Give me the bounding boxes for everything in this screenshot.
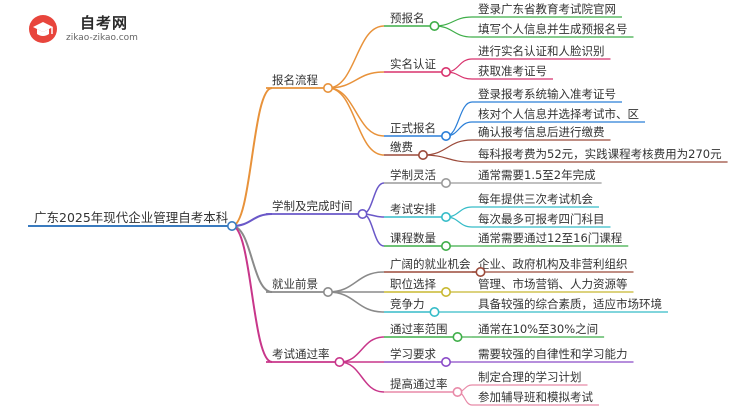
subtopic: 职位选择 — [390, 277, 436, 291]
leaf-topic: 通常需要通过12至16门课程 — [478, 231, 623, 245]
leaf-topic: 每年提供三次考试机会 — [478, 192, 593, 206]
leaf-topic: 获取准考证号 — [478, 64, 547, 78]
leaf-topic: 每科报考费为52元，实践课程考核费用为270元 — [478, 147, 722, 161]
subtopic-node-dot — [475, 266, 486, 277]
branch-node-dot — [357, 209, 368, 220]
subtopic: 实名认证 — [390, 57, 436, 71]
leaf-topic: 进行实名认证和人脸识别 — [478, 44, 605, 58]
leaf-topic: 核对个人信息并选择考试市、区 — [478, 107, 639, 121]
subtopic: 通过率范围 — [390, 322, 448, 336]
branch-connector — [231, 87, 273, 227]
leaf-topic: 具备较强的综合素质，适应市场环境 — [478, 297, 662, 311]
branch-topic: 学制及完成时间 — [272, 199, 353, 213]
subtopic: 缴费 — [390, 140, 413, 154]
leaf-topic: 企业、政府机构及非营利组织 — [478, 257, 628, 271]
branch-node-dot — [322, 83, 333, 94]
leaf-connector — [422, 154, 473, 163]
subtopic-node-dot — [429, 20, 440, 31]
subtopic-node-dot — [440, 212, 451, 223]
leaf-topic: 参加辅导班和模拟考试 — [478, 390, 593, 404]
subtopic-node-dot — [452, 386, 463, 397]
subtopic-connector — [327, 87, 385, 156]
leaf-topic: 登录报考系统输入准考证号 — [478, 87, 616, 101]
subtopic: 广阔的就业机会 — [390, 257, 471, 271]
root-topic: 广东2025年现代企业管理自考本科 — [34, 210, 229, 225]
subtopic: 学制灵活 — [390, 168, 436, 182]
leaf-topic: 通常在10%至30%之间 — [478, 322, 598, 336]
leaf-topic: 管理、市场营销、人力资源等 — [478, 277, 628, 291]
leaf-topic: 填写个人信息并生成预报名号 — [478, 22, 628, 36]
leaf-topic: 通常需要1.5至2年完成 — [478, 168, 596, 182]
branch-topic: 报名流程 — [272, 73, 318, 87]
root-node-dot — [227, 221, 238, 232]
subtopic: 学习要求 — [390, 347, 436, 361]
subtopic-connector — [362, 213, 385, 247]
site-logo: 自考网 zikao-zikao.com — [28, 10, 148, 50]
branch-connector — [231, 225, 273, 363]
subtopic-connector — [327, 71, 385, 89]
subtopic: 竞争力 — [390, 297, 425, 311]
subtopic-node-dot — [440, 131, 451, 142]
leaf-connector — [434, 16, 473, 27]
leaf-topic: 需要较强的自律性和学习能力 — [478, 347, 628, 361]
branch-node-dot — [334, 356, 345, 367]
leaf-topic: 登录广东省教育考试院官网 — [478, 2, 616, 16]
subtopic-node-dot — [429, 306, 440, 317]
leaf-topic: 每次最多可报考四门科目 — [478, 212, 605, 226]
subtopic-connector — [327, 25, 385, 89]
subtopic-node-dot — [440, 67, 451, 78]
graduation-cap-icon — [29, 15, 57, 43]
subtopic-connector — [339, 361, 385, 393]
logo-name: 自考网 — [80, 14, 129, 32]
leaf-topic: 确认报考信息后进行缴费 — [478, 125, 605, 139]
subtopic: 课程数量 — [390, 231, 436, 245]
subtopic: 考试安排 — [390, 202, 436, 216]
subtopic-node-dot — [440, 356, 451, 367]
subtopic-connector — [339, 336, 385, 363]
subtopic-connector — [327, 87, 385, 137]
subtopic-connector — [327, 271, 385, 293]
branch-connector — [231, 225, 273, 293]
subtopic: 提高通过率 — [390, 377, 448, 391]
leaf-connector — [434, 25, 473, 38]
subtopic-connector — [327, 291, 385, 313]
leaf-connector — [422, 139, 473, 156]
leaf-connector — [445, 101, 473, 137]
subtopic: 预报名 — [390, 11, 425, 25]
subtopic-node-dot — [440, 286, 451, 297]
branch-topic: 考试通过率 — [272, 347, 330, 361]
logo-domain: zikao-zikao.com — [66, 33, 138, 43]
leaf-topic: 制定合理的学习计划 — [478, 370, 582, 384]
subtopic-node-dot — [440, 178, 451, 189]
branch-node-dot — [322, 286, 333, 297]
subtopic-node-dot — [452, 331, 463, 342]
subtopic-node-dot — [417, 150, 428, 161]
subtopic: 正式报名 — [390, 121, 436, 135]
branch-topic: 就业前景 — [272, 277, 318, 291]
subtopic-node-dot — [440, 241, 451, 252]
subtopic-connector — [362, 182, 385, 215]
